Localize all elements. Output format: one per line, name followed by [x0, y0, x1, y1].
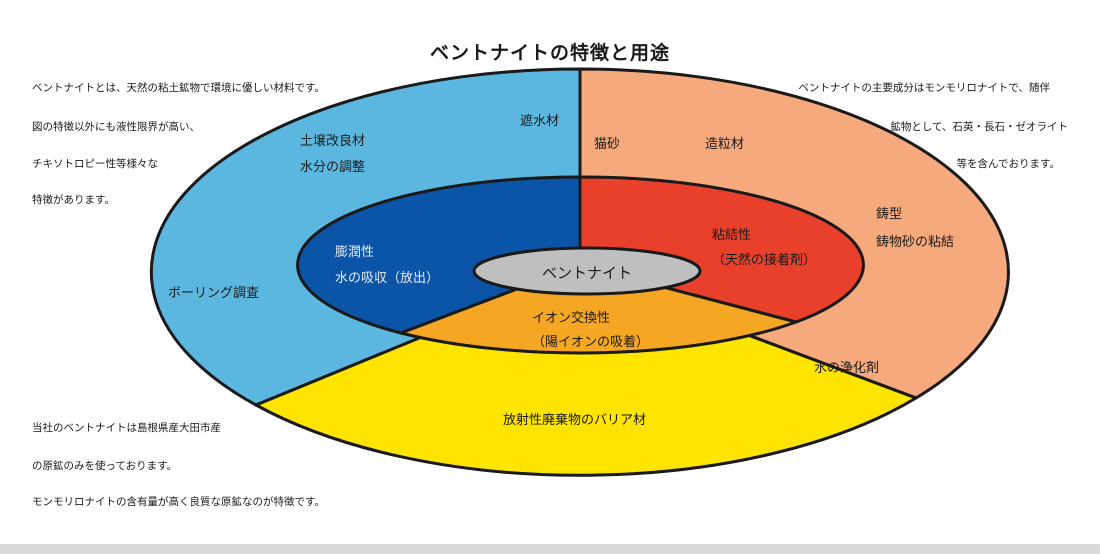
- ion-exchange-label-1: イオン交換性: [532, 310, 610, 326]
- note-top-left-line-4: 特徴があります。: [32, 194, 115, 206]
- note-top-right-line-3: 等を含んでおります。: [956, 158, 1060, 170]
- use-water-purifier: 水の浄化剤: [814, 360, 879, 376]
- use-boring: ボーリング調査: [168, 286, 259, 301]
- inner-segment-left: [296, 175, 582, 335]
- use-granulation: 造粒材: [705, 137, 744, 152]
- use-mold-2: 鋳物砂の粘結: [876, 234, 954, 250]
- binding-label-2: （天然の接着剤）: [712, 252, 816, 268]
- swelling-label-1: 膨潤性: [335, 245, 374, 260]
- diagram-title: ベントナイトの特徴と用途: [429, 42, 670, 64]
- inner-segment-bottom: [396, 263, 802, 355]
- use-cat-litter: 猫砂: [594, 137, 620, 152]
- note-top-left-line-3: チキソトロピー性等様々な: [32, 158, 158, 170]
- binding-label-1: 粘結性: [712, 228, 751, 243]
- note-top-left-line-2: 図の特徴以外にも液性限界が高い、: [32, 121, 200, 133]
- use-radioactive-barrier: 放射性廃棄物のバリア材: [503, 412, 646, 428]
- bottom-divider: [0, 544, 1100, 554]
- note-bottom-left-line-3: モンモリロナイトの含有量が高く良質な原鉱なのが特徴です。: [32, 496, 325, 508]
- note-top-left-line-1: ベントナイトとは、天然の粘土鉱物で環境に優しい材料です。: [32, 82, 325, 94]
- ion-exchange-label-2: （陽イオンの吸着）: [532, 334, 649, 350]
- center-label: ベントナイト: [542, 264, 632, 282]
- note-bottom-left-line-2: の原鉱のみを使っております。: [32, 460, 178, 472]
- note-top-right-line-2: 鉱物として、石英・長石・ゼオライト: [890, 121, 1068, 133]
- outer-segment-bottom: [252, 270, 920, 477]
- swelling-label-2: 水の吸収（放出）: [335, 271, 439, 286]
- note-top-right-line-1: ベントナイトの主要成分はモンモリロナイトで、随伴: [798, 82, 1050, 94]
- inner-segment-right: [578, 175, 865, 324]
- note-bottom-left-line-1: 当社のベントナイトは島根県産大田市産: [32, 422, 221, 434]
- use-mold-1: 鋳型: [876, 206, 902, 222]
- use-waterproofing: 遮水材: [520, 113, 559, 129]
- use-soil-improver-2: 水分の調整: [300, 160, 365, 175]
- use-soil-improver-1: 土壌改良材: [300, 133, 365, 149]
- center-ellipse: [472, 246, 702, 296]
